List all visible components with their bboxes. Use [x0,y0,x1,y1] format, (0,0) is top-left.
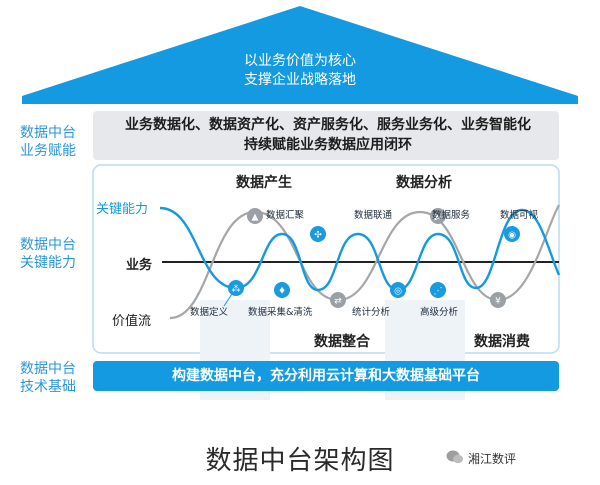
side-label-line: 数据中台 [20,237,76,253]
svg-text:⁂: ⁂ [232,284,241,295]
node-label-advanced: 高级分析 [420,307,459,318]
roof [22,6,578,104]
stage-consume: 数据消费 [474,334,530,350]
node-label-define: 数据定义 [190,307,229,318]
node-label-aggregate: 数据汇聚 [266,210,305,221]
wechat-icon [446,450,463,464]
flow-icon: ⇄ [330,292,346,308]
node-label-connect: 数据联通 [354,210,393,221]
node-label-statistics: 统计分析 [352,307,391,318]
side-label-tech-base: 数据中台 技术基础 [8,360,88,396]
svg-text:¥: ¥ [495,297,501,307]
yen-icon: ¥ [490,292,506,308]
side-label-key-capability: 数据中台 关键能力 [8,236,88,272]
share-icon: ⋰ [430,282,446,298]
svg-text:✣: ✣ [314,231,322,241]
svg-text:⋰: ⋰ [434,287,443,297]
top-band-line-2: 持续赋能业务数据应用闭环 [244,137,412,153]
curve-label-value-stream: 价值流 [112,314,152,329]
side-label-line: 数据中台 [20,125,76,141]
svg-text:▲: ▲ [252,213,259,223]
node-label-visual: 数据可视 [500,210,539,221]
triangle-icon: ▲ [247,208,263,224]
nodes-icon: ⁂ [228,280,244,296]
side-label-business-enable: 数据中台 业务赋能 [8,124,88,160]
link-icon: ✣ [310,226,326,242]
svg-text:◉: ◉ [508,231,516,241]
search-icon: ◎ [390,282,406,298]
stage-analyze: 数据分析 [396,175,452,191]
curve-label-key-capability: 关键能力 [96,202,149,217]
side-label-line: 技术基础 [20,379,76,395]
svg-text:♦: ♦ [278,287,286,297]
play-icon: ▶ [430,208,446,224]
key-capability-curve [159,206,561,292]
svg-text:⇄: ⇄ [334,297,342,307]
node-label-service: 数据服务 [432,210,471,221]
svg-text:◎: ◎ [394,287,402,297]
curve-label-business: 业务 [126,258,153,273]
top-band-line-1: 业务数据化、数据资产化、资产服务化、服务业务化、业务智能化 [125,117,531,133]
side-label-line: 关键能力 [20,255,76,271]
side-label-line: 数据中台 [20,361,76,377]
stage-integrate: 数据整合 [314,334,370,350]
roof-line-1: 以业务价值为核心 [244,53,356,69]
top-band [93,111,559,160]
svg-text:▶: ▶ [435,213,442,223]
eye-icon: ◉ [504,226,520,242]
side-label-line: 业务赋能 [20,143,76,159]
funnel-icon: ♦ [274,282,290,298]
stage-produce: 数据产生 [236,175,292,191]
node-label-collect: 数据采集&清洗 [248,307,313,318]
bottom-band: 构建数据中台，充分利用云计算和大数据基础平台 [93,361,559,391]
node-icons: ⁂ ♦ ▲ ⇄ ✣ ◎ ▶ ◉ ⋰ ¥ [228,208,520,308]
diagram-caption: 数据中台架构图 [205,446,395,476]
roof-line-2: 支撑企业战略落地 [244,72,356,88]
brand-name: 湘江数评 [468,452,517,466]
